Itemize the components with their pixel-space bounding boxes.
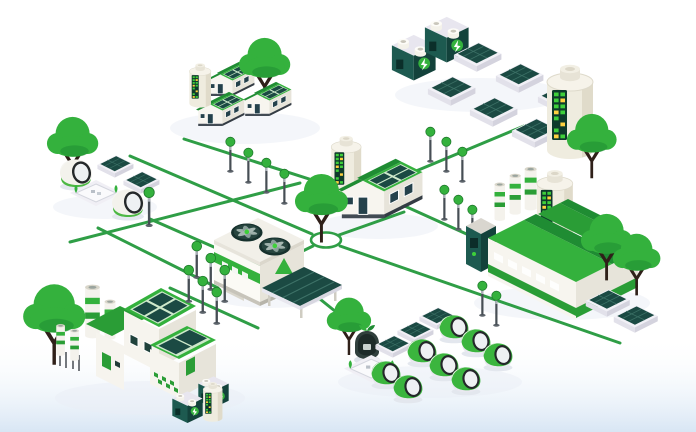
solar-panel	[97, 155, 134, 179]
cluster-green-factory-east	[466, 166, 661, 334]
power-line	[128, 154, 314, 236]
cluster-green-factory-west	[23, 264, 229, 423]
street-lamp	[261, 157, 272, 195]
street-lamp	[425, 126, 436, 164]
power-line	[337, 210, 406, 237]
junction-ring	[309, 231, 343, 249]
rooftop-fan	[231, 223, 263, 242]
street-lamp-group-upper-right	[425, 126, 468, 184]
street-lamp	[243, 147, 254, 185]
power-line	[338, 244, 622, 345]
street-lamp	[457, 146, 468, 184]
pod-vehicle	[482, 342, 514, 373]
factory-building	[86, 288, 216, 398]
battery-silo	[189, 63, 212, 108]
street-lamp	[439, 184, 450, 222]
battery-silo	[202, 381, 223, 422]
chimney	[509, 173, 521, 215]
street-lamp	[191, 240, 203, 280]
chimney	[524, 166, 537, 211]
cluster-pod-fleet	[326, 280, 514, 405]
stilt-tanks	[56, 324, 80, 371]
cluster-solar-houses	[189, 37, 292, 127]
pod-vehicle	[392, 374, 424, 405]
street-lamp	[197, 275, 209, 315]
street-lamp	[441, 136, 452, 174]
solar-canopy	[262, 267, 342, 318]
pod-vehicle	[110, 188, 146, 222]
chimney	[494, 182, 505, 221]
cluster-power-unit	[191, 218, 342, 318]
chimney	[85, 284, 100, 339]
power-line	[168, 286, 260, 330]
pod-vehicle	[450, 366, 482, 397]
rooftop-fan	[259, 237, 291, 256]
street-lamp	[453, 194, 464, 232]
